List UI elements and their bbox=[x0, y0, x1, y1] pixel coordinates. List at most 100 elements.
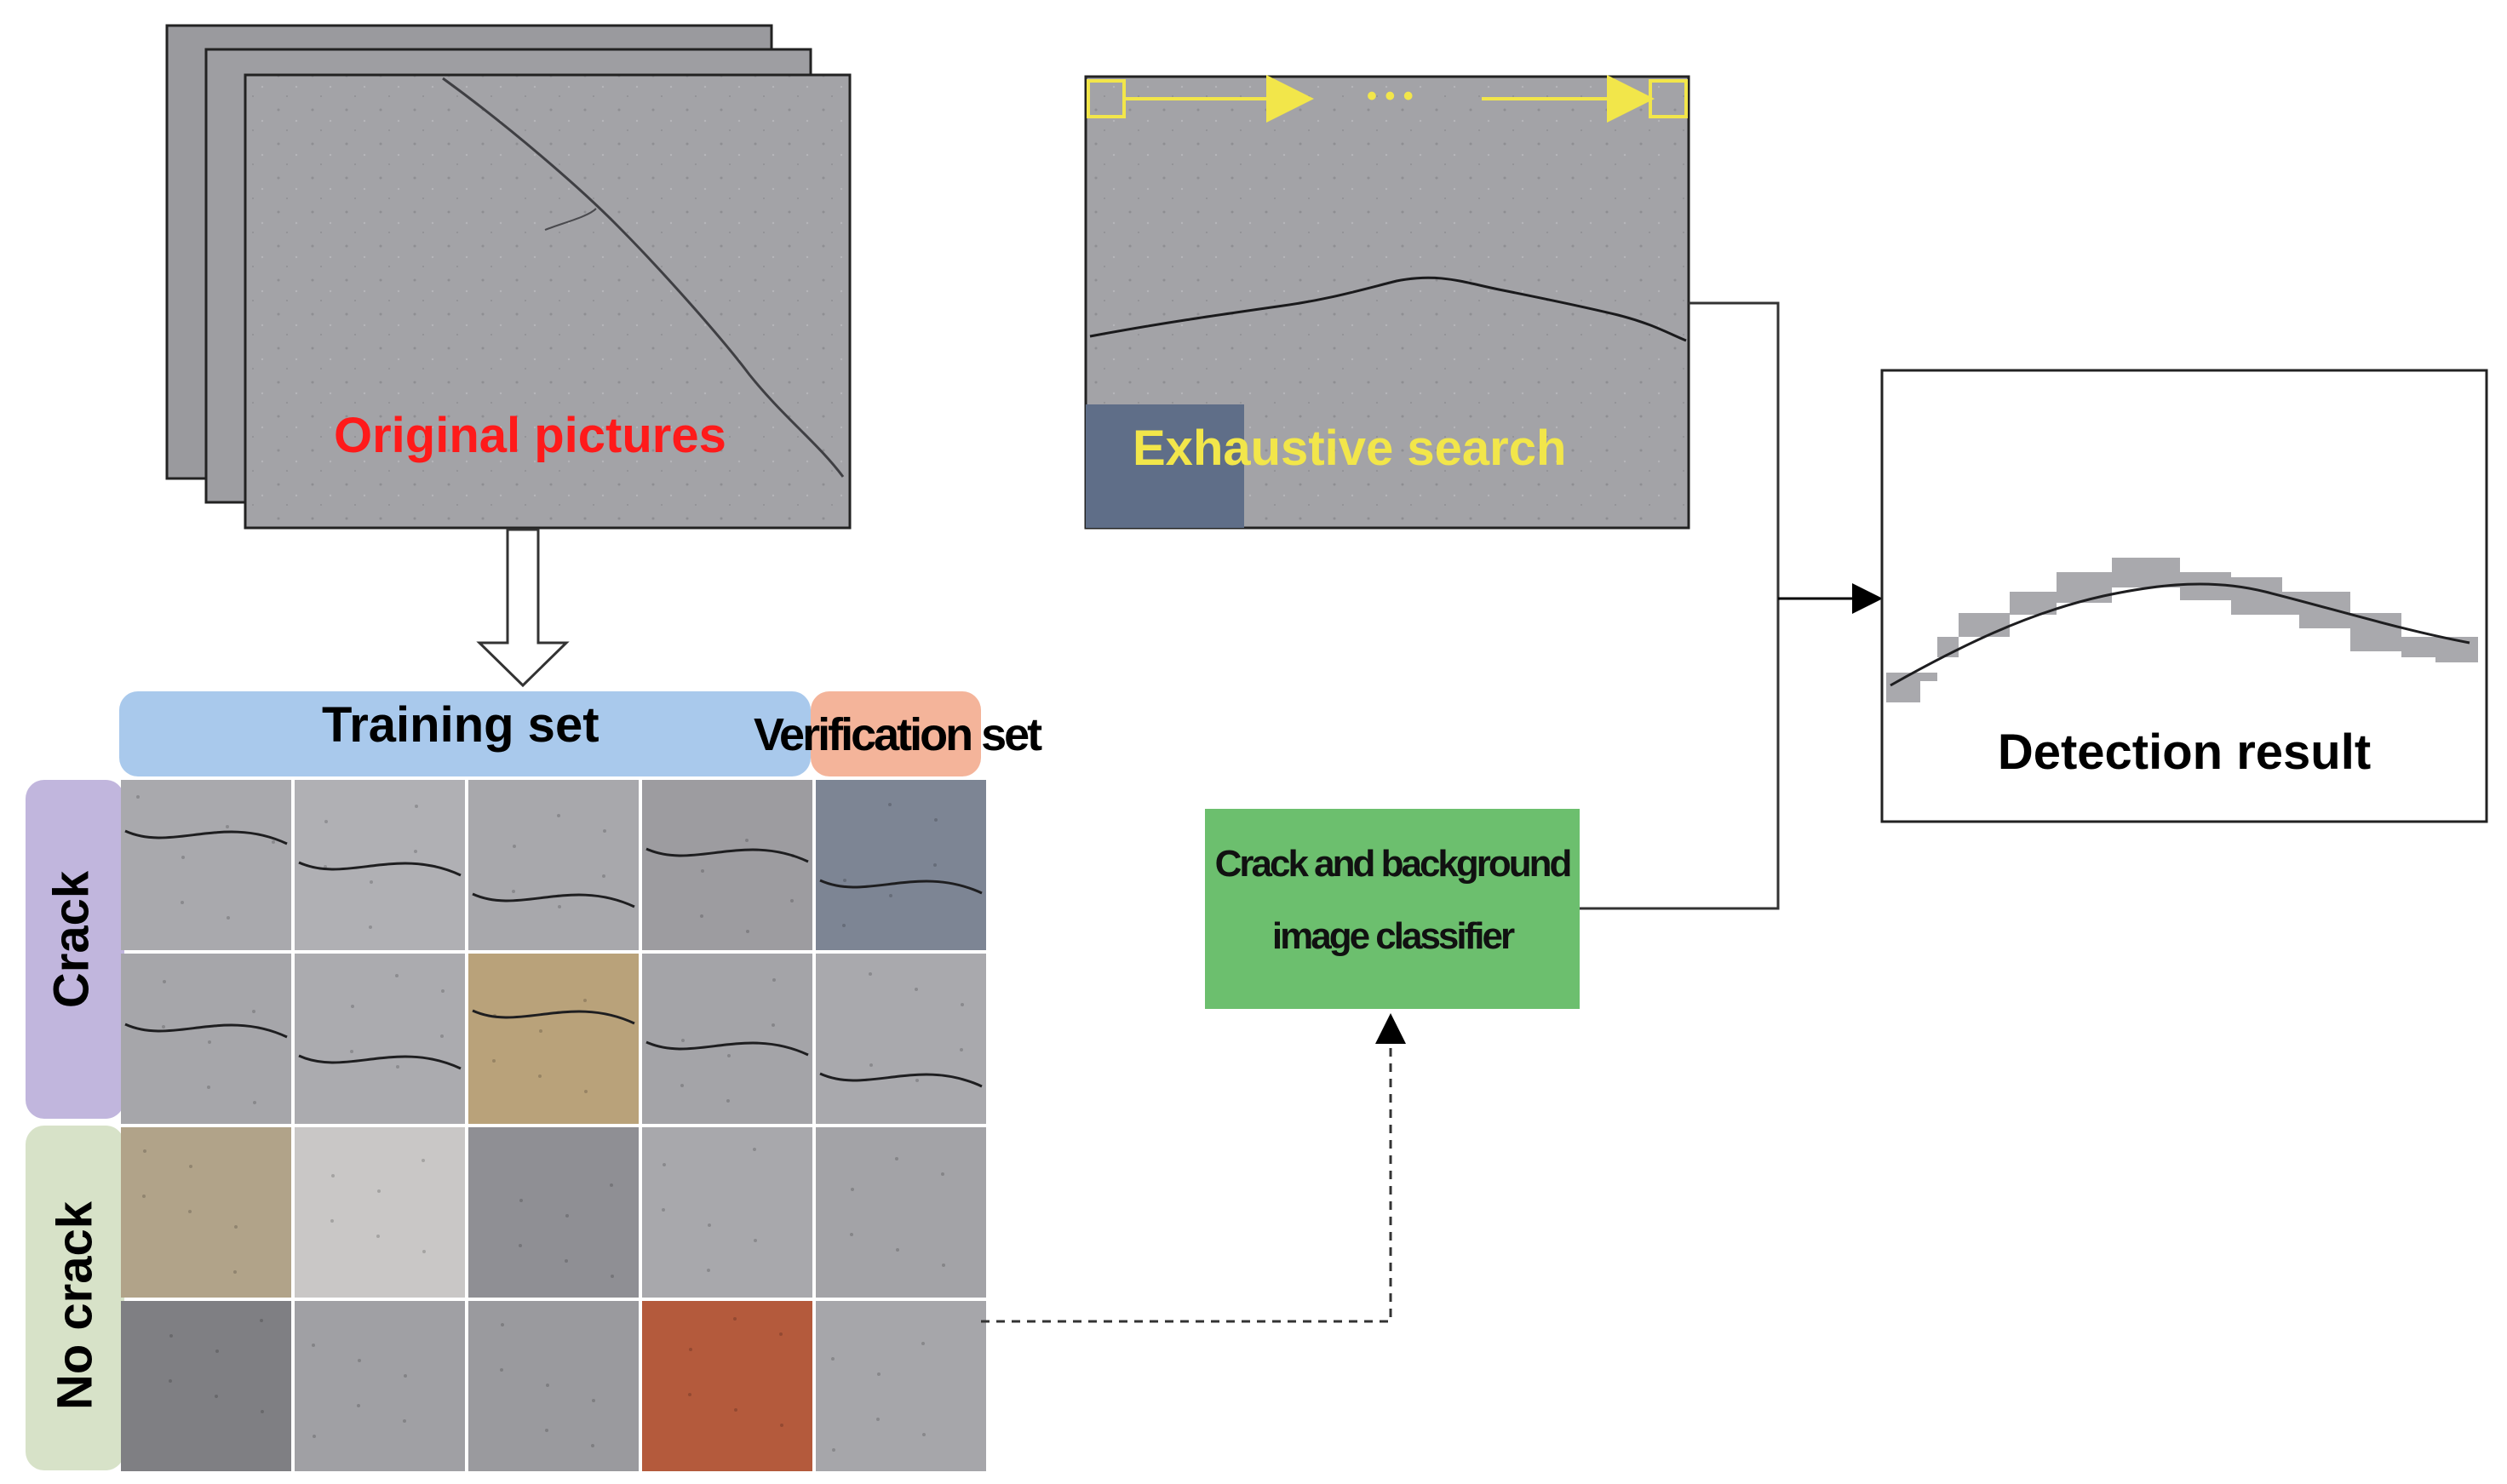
original-pictures-stack bbox=[165, 24, 852, 530]
crack-row-label: Crack bbox=[43, 870, 100, 1009]
tile-texture-dot bbox=[888, 803, 892, 806]
tile-texture-dot bbox=[142, 1195, 146, 1198]
tile-texture-dot bbox=[708, 1223, 711, 1227]
sample-tile bbox=[642, 1127, 812, 1298]
tile-texture-dot bbox=[376, 1235, 380, 1238]
hollow-down-arrow bbox=[476, 528, 570, 688]
tile-texture-dot bbox=[591, 1444, 594, 1447]
sample-tile bbox=[295, 1301, 465, 1471]
tile-texture-dot bbox=[227, 916, 230, 920]
tile-texture-dot bbox=[272, 840, 275, 844]
tile-texture-dot bbox=[772, 978, 776, 982]
tile-texture-dot bbox=[163, 980, 166, 983]
tile-crack-line bbox=[298, 861, 462, 877]
training-set-label: Training set bbox=[322, 697, 600, 753]
sample-tile bbox=[642, 780, 812, 950]
tile-texture-dot bbox=[915, 1079, 919, 1082]
tile-crack-line bbox=[472, 892, 635, 908]
tile-texture-dot bbox=[512, 890, 515, 893]
tile-texture-dot bbox=[689, 1348, 692, 1351]
detection-result-box bbox=[1880, 369, 2488, 823]
tile-texture-dot bbox=[396, 1065, 399, 1069]
no-crack-row-band bbox=[26, 1126, 124, 1470]
tile-texture-dot bbox=[610, 1183, 613, 1187]
tile-texture-dot bbox=[754, 1239, 757, 1242]
sample-tile bbox=[121, 1301, 291, 1471]
sample-tile bbox=[468, 954, 639, 1124]
tile-texture-dot bbox=[350, 1050, 353, 1053]
tile-texture-dot bbox=[842, 924, 846, 927]
tile-texture-dot bbox=[602, 874, 605, 878]
detection-result-label: Detection result bbox=[1997, 725, 2372, 780]
search-to-merge-line bbox=[1689, 301, 1780, 599]
sample-tile bbox=[121, 954, 291, 1124]
sample-tile bbox=[295, 954, 465, 1124]
tile-texture-dot bbox=[583, 999, 587, 1002]
tile-texture-dot bbox=[324, 820, 328, 823]
tile-texture-dot bbox=[252, 1010, 255, 1013]
tile-texture-dot bbox=[324, 865, 327, 868]
tile-texture-dot bbox=[501, 1323, 504, 1326]
sample-tile bbox=[816, 1301, 986, 1471]
tile-texture-dot bbox=[162, 1025, 165, 1028]
sample-tile bbox=[816, 954, 986, 1124]
tile-texture-dot bbox=[942, 1263, 945, 1267]
ellipsis-dots: • • • bbox=[1367, 80, 1414, 112]
tile-crack-line bbox=[124, 1023, 288, 1039]
tile-texture-dot bbox=[727, 1054, 731, 1057]
sample-tile bbox=[642, 1301, 812, 1471]
tile-texture-dot bbox=[680, 1084, 684, 1087]
tile-texture-dot bbox=[851, 1188, 854, 1191]
tile-texture-dot bbox=[233, 1270, 237, 1274]
tile-texture-dot bbox=[933, 863, 937, 867]
tile-texture-dot bbox=[546, 1384, 549, 1387]
tile-texture-dot bbox=[538, 1074, 542, 1078]
tile-texture-dot bbox=[253, 1101, 256, 1104]
tile-texture-dot bbox=[869, 972, 872, 976]
tile-texture-dot bbox=[519, 1199, 523, 1202]
tile-texture-dot bbox=[584, 1090, 588, 1093]
sample-tile-grid bbox=[121, 780, 986, 1471]
no-crack-row-label: No crack bbox=[47, 1200, 103, 1411]
tile-texture-dot bbox=[513, 845, 516, 848]
tile-texture-dot bbox=[558, 905, 561, 908]
tile-texture-dot bbox=[136, 795, 140, 799]
training-set-band bbox=[119, 691, 811, 776]
tile-texture-dot bbox=[312, 1344, 315, 1347]
original-pictures-label: Original pictures bbox=[334, 408, 726, 463]
tile-texture-dot bbox=[415, 805, 418, 808]
tile-crack-line bbox=[645, 1040, 809, 1057]
tile-texture-dot bbox=[519, 1244, 522, 1247]
tile-texture-dot bbox=[603, 829, 606, 833]
sample-tile bbox=[468, 780, 639, 950]
tile-texture-dot bbox=[663, 1163, 666, 1166]
tile-texture-dot bbox=[726, 1099, 730, 1103]
tile-texture-dot bbox=[877, 1372, 881, 1376]
tile-crack-line bbox=[124, 829, 288, 845]
sample-tile bbox=[121, 780, 291, 950]
dataset-to-classifier-dashed-arrow bbox=[981, 1013, 1406, 1323]
tile-texture-dot bbox=[869, 1063, 873, 1067]
tile-texture-dot bbox=[961, 1003, 964, 1006]
tile-texture-dot bbox=[921, 1342, 925, 1345]
classifier-label-line2: image classifier bbox=[1271, 915, 1515, 957]
tile-texture-dot bbox=[395, 974, 399, 977]
sample-tile bbox=[816, 1127, 986, 1298]
tile-texture-dot bbox=[707, 1269, 710, 1272]
tile-texture-dot bbox=[208, 1040, 211, 1044]
tile-texture-dot bbox=[681, 1039, 685, 1042]
tile-texture-dot bbox=[169, 1334, 173, 1338]
tile-texture-dot bbox=[358, 1359, 361, 1362]
tile-texture-dot bbox=[403, 1419, 406, 1423]
tile-texture-dot bbox=[592, 1399, 595, 1402]
tile-crack-line bbox=[298, 1054, 462, 1070]
tile-texture-dot bbox=[207, 1086, 210, 1089]
tile-texture-dot bbox=[181, 856, 185, 859]
tile-texture-dot bbox=[215, 1395, 218, 1398]
tile-texture-dot bbox=[701, 869, 704, 873]
classifier-label-line1: Crack and background bbox=[1214, 843, 1573, 885]
tile-texture-dot bbox=[226, 825, 229, 828]
tile-texture-dot bbox=[369, 925, 372, 929]
tile-texture-dot bbox=[260, 1319, 263, 1322]
tile-texture-dot bbox=[377, 1189, 381, 1193]
